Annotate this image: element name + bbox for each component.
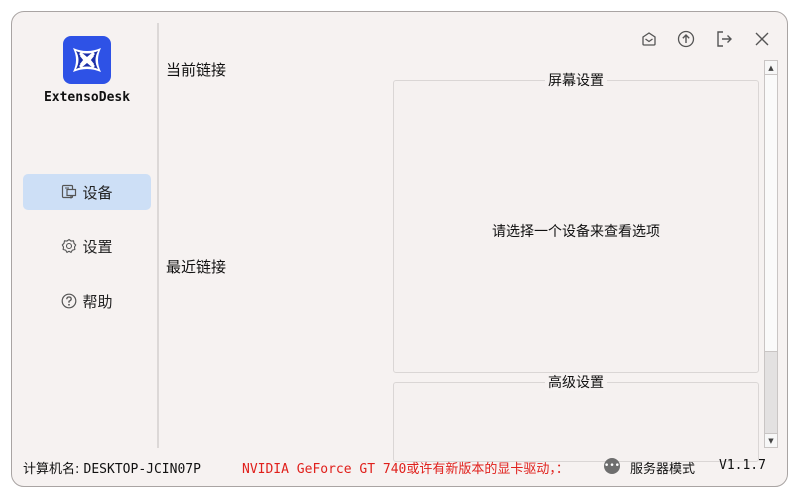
computer-name-label: 计算机名: — [23, 462, 80, 477]
scroll-up-button[interactable]: ▲ — [765, 61, 777, 75]
more-options-icon[interactable]: ••• — [604, 458, 620, 474]
screen-settings-title: 屏幕设置 — [545, 73, 607, 89]
arrow-down-icon: ▼ — [768, 436, 774, 445]
gpu-driver-warning[interactable]: NVIDIA GeForce GT 740或许有新版本的显卡驱动，： — [242, 462, 569, 477]
logo-icon — [73, 48, 101, 72]
close-button[interactable] — [751, 28, 773, 50]
close-icon — [755, 32, 769, 46]
app-name: ExtensoDesk — [43, 90, 131, 105]
select-device-placeholder: 请选择一个设备来查看选项 — [492, 224, 660, 240]
sidebar-item-label: 设备 — [82, 183, 113, 202]
advanced-settings-group: 高级设置 — [393, 375, 759, 462]
current-connection-label: 当前链接 — [166, 61, 227, 79]
computer-name-value: DESKTOP-JCIN07P — [83, 462, 201, 477]
server-mode-label: 服务器模式 — [630, 462, 696, 477]
recent-connection-label: 最近链接 — [166, 258, 227, 276]
sidebar-item-settings[interactable]: 设置 — [23, 228, 151, 264]
arrow-up-icon: ▲ — [768, 63, 774, 72]
help-icon — [62, 293, 77, 309]
sidebar-item-help[interactable]: 帮助 — [23, 283, 151, 319]
sidebar-item-label: 设置 — [82, 237, 113, 256]
upload-button[interactable] — [675, 28, 697, 50]
logout-button[interactable] — [713, 28, 735, 50]
gear-icon — [62, 238, 77, 254]
screen-settings-group: 屏幕设置 请选择一个设备来查看选项 — [393, 73, 759, 373]
app-logo — [63, 36, 111, 84]
logout-icon — [717, 31, 732, 47]
version-label: V1.1.7 — [719, 458, 766, 473]
app-window: ExtensoDesk 设备 设置 帮助 — [11, 11, 788, 487]
vertical-scrollbar[interactable]: ▲ ▼ — [764, 60, 778, 448]
device-icon — [62, 184, 77, 199]
sidebar-divider — [157, 23, 159, 448]
sidebar-item-label: 帮助 — [82, 292, 113, 311]
advanced-settings-title: 高级设置 — [545, 375, 607, 391]
computer-name: 计算机名: DESKTOP-JCIN07P — [23, 458, 201, 477]
scroll-down-button[interactable]: ▼ — [765, 433, 777, 447]
mail-icon — [642, 32, 656, 46]
mail-button[interactable] — [638, 28, 660, 50]
sidebar-item-devices[interactable]: 设备 — [23, 174, 151, 210]
upload-icon — [677, 30, 695, 48]
scroll-thumb[interactable] — [765, 75, 777, 352]
